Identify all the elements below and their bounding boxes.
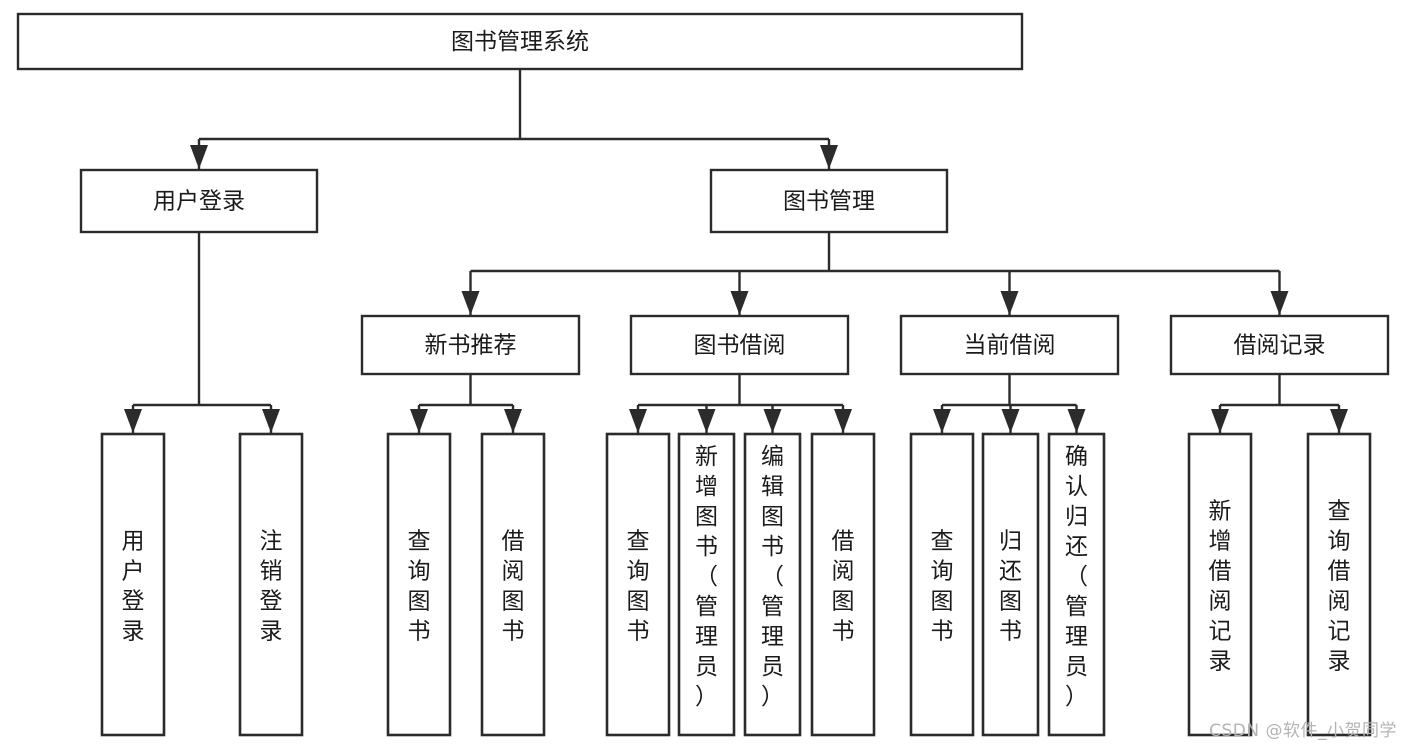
leaf-node-label: 查询图书 [627, 529, 650, 645]
leaf-node-12[interactable]: 新增借阅记录 [1187, 432, 1253, 737]
leaf-node-rect [909, 432, 975, 737]
level2-node-2[interactable]: 图书管理 [709, 168, 949, 234]
level3-node-rect [360, 314, 581, 376]
leaf-node-2[interactable]: 注销登录 [238, 432, 304, 737]
level3-node-3[interactable]: 当前借阅 [899, 314, 1120, 376]
arrow-head-icon [697, 409, 716, 433]
arrow-head-icon [1000, 291, 1019, 315]
leaf-node-13[interactable]: 查询借阅记录 [1306, 432, 1372, 737]
arrow-head-icon [504, 409, 522, 433]
level3-node-rect [629, 314, 850, 376]
leaf-node-rect [1306, 432, 1372, 737]
arrow-head-icon [124, 409, 142, 433]
level3-node-2[interactable]: 图书借阅 [629, 314, 850, 376]
arrow-head-icon [410, 409, 428, 433]
arrow-head-icon [262, 409, 280, 433]
leaf-node-rect [1187, 432, 1253, 737]
leaf-node-rect [238, 432, 304, 737]
leaf-node-5[interactable]: 查询图书 [605, 432, 671, 737]
leaf-node-label: 归还图书 [999, 529, 1022, 645]
leaf-node-rect [1047, 432, 1106, 737]
leaf-node-rect [605, 432, 671, 737]
leaf-node-9[interactable]: 查询图书 [909, 432, 975, 737]
level3-node-label: 借阅记录 [1234, 333, 1326, 359]
arrow-head-icon [730, 291, 749, 315]
level3-node-4[interactable]: 借阅记录 [1169, 314, 1390, 376]
arrow-head-icon [629, 409, 647, 433]
leaf-node-11[interactable]: 确认归还（管理员） [1047, 432, 1106, 737]
arrow-head-icon [834, 409, 852, 433]
leaf-node-rect [480, 432, 546, 737]
leaf-node-rect [386, 432, 452, 737]
arrow-head-icon [190, 145, 208, 169]
leaf-node-label: 查询图书 [931, 529, 954, 645]
leaf-node-6[interactable]: 新增图书（管理员） [677, 432, 736, 737]
leaf-node-label: 查询图书 [408, 529, 431, 645]
arrow-head-icon [1330, 409, 1348, 433]
arrow-head-icon [1270, 291, 1289, 315]
leaf-node-label: 借阅图书 [502, 529, 525, 645]
node-boxes: 图书管理系统用户登录图书管理新书推荐图书借阅当前借阅借阅记录用户登录注销登录查询… [16, 12, 1390, 737]
leaf-node-label: 新增图书（管理员） [695, 444, 718, 710]
connector-lines [124, 69, 1348, 433]
arrow-head-icon [1211, 409, 1229, 433]
leaf-node-label: 确认归还（管理员） [1065, 444, 1088, 710]
leaf-node-1[interactable]: 用户登录 [100, 432, 166, 737]
watermark-label: CSDN @软件_小贺同学 [1209, 721, 1397, 741]
level3-node-rect [1169, 314, 1390, 376]
arrow-head-icon [461, 291, 480, 315]
level2-node-label: 图书管理 [783, 189, 875, 215]
leaf-node-4[interactable]: 借阅图书 [480, 432, 546, 737]
arrow-head-icon [1067, 409, 1086, 433]
leaf-node-label: 新增借阅记录 [1209, 499, 1232, 675]
level2-node-rect [79, 168, 319, 234]
root-node-1[interactable]: 图书管理系统 [16, 12, 1024, 71]
leaf-node-7[interactable]: 编辑图书（管理员） [743, 432, 802, 737]
leaf-node-rect [981, 432, 1040, 737]
leaf-node-label: 用户登录 [122, 529, 145, 645]
arrow-head-icon [820, 145, 838, 169]
level2-node-rect [709, 168, 949, 234]
leaf-node-label: 编辑图书（管理员） [761, 444, 784, 710]
level3-node-label: 图书借阅 [694, 333, 786, 359]
leaf-node-label: 注销登录 [260, 529, 283, 645]
root-node-rect [16, 12, 1024, 71]
arrow-head-icon [763, 409, 782, 433]
arrow-head-icon [933, 409, 951, 433]
level3-node-1[interactable]: 新书推荐 [360, 314, 581, 376]
level3-node-label: 新书推荐 [425, 333, 517, 359]
leaf-node-rect [743, 432, 802, 737]
level2-node-1[interactable]: 用户登录 [79, 168, 319, 234]
leaf-node-label: 查询借阅记录 [1328, 499, 1351, 675]
leaf-node-label: 借阅图书 [832, 529, 855, 645]
leaf-node-3[interactable]: 查询图书 [386, 432, 452, 737]
leaf-node-rect [810, 432, 876, 737]
level3-node-label: 当前借阅 [964, 333, 1056, 359]
arrow-head-icon [1001, 409, 1020, 433]
leaf-node-8[interactable]: 借阅图书 [810, 432, 876, 737]
root-node-label: 图书管理系统 [451, 29, 589, 55]
level3-node-rect [899, 314, 1120, 376]
leaf-node-rect [100, 432, 166, 737]
leaf-node-rect [677, 432, 736, 737]
level2-node-label: 用户登录 [153, 189, 245, 215]
leaf-node-10[interactable]: 归还图书 [981, 432, 1040, 737]
